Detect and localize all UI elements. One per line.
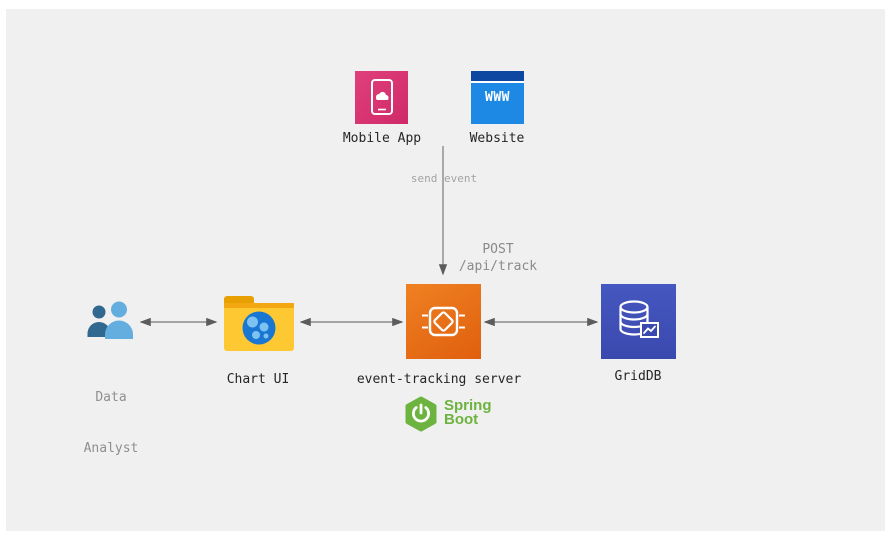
spring-boot-icon: [404, 396, 438, 436]
www-text: WWW: [485, 90, 510, 105]
post-method: POST: [482, 242, 514, 257]
post-path: /api/track: [458, 259, 538, 274]
griddb-label: GridDB: [614, 369, 662, 384]
database-icon: [619, 300, 659, 338]
send-event-label: send event: [410, 172, 478, 185]
browser-titlebar-icon: [471, 71, 524, 83]
website-label: Website: [469, 131, 525, 146]
griddb-icon: [601, 284, 676, 359]
website-icon: WWW: [471, 71, 524, 124]
chip-icon: [422, 306, 465, 337]
event-tracking-server-label: event-tracking server: [356, 372, 522, 387]
post-api-label: POST /api/track: [448, 241, 548, 275]
event-tracking-server-icon: [406, 284, 481, 359]
data-analyst-label: Data Analyst: [83, 390, 139, 456]
spring-hexagon-icon: [405, 396, 437, 432]
folder-globe-icon: [224, 296, 294, 351]
data-analyst-icon: [84, 296, 140, 350]
chart-ui-icon: [221, 291, 297, 359]
spring-boot-label: Spring Boot: [444, 397, 492, 428]
mobile-app-icon: [355, 71, 408, 124]
chart-ui-label: Chart UI: [226, 372, 290, 387]
mobile-app-label: Mobile App: [342, 131, 422, 146]
people-icon: [87, 301, 133, 339]
phone-icon: [371, 79, 393, 115]
